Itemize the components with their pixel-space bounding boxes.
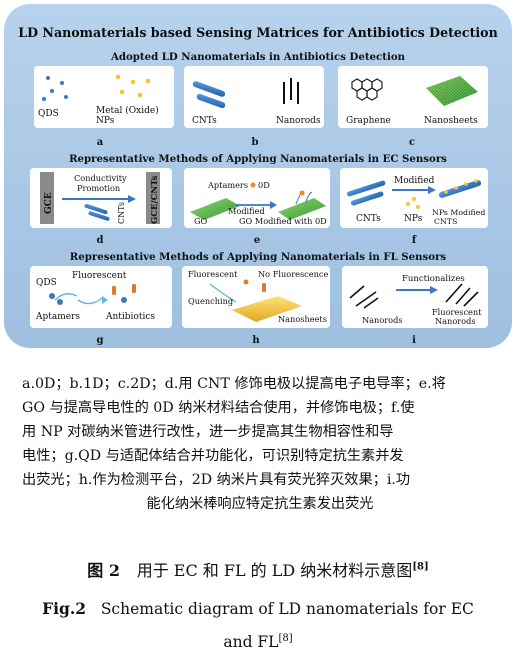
caption-line: 出荧光；h.作为检测平台，2D 纳米片具有荧光猝灭效果；i.功 xyxy=(22,472,411,488)
antibiotics-icon xyxy=(112,284,136,303)
figure-title-zh: 用于 EC 和 FL 的 LD 纳米材料示意图 xyxy=(136,561,413,580)
panel-i-label-fluorescent-nanorods: Nanorods xyxy=(435,316,476,326)
go-sheet-icon xyxy=(190,198,240,220)
fluorescent-nanorods-icon xyxy=(445,283,479,307)
panel-a xyxy=(34,66,174,128)
cnts-f-icon xyxy=(347,180,386,206)
panel-letter-f: f xyxy=(412,235,417,246)
figure-title-en: Schematic diagram of LD nanomaterials fo… xyxy=(100,600,474,652)
section1-title: Adopted LD Nanomaterials in Antibiotics … xyxy=(110,51,406,63)
panel-g xyxy=(30,266,172,328)
panel-b-label-cnts: CNTs xyxy=(192,116,217,126)
nps-modified-cnts-icon xyxy=(438,179,482,198)
panel-h-label-no-fluorescence: No Fluorescence xyxy=(258,269,328,279)
panel-d-label-promotion: Promotion xyxy=(77,183,121,193)
panel-b-label-nanorods: Nanorods xyxy=(276,116,321,126)
quench-curve-icon xyxy=(209,279,266,303)
caption-line: 能化纳米棒响应特定抗生素发出荧光 xyxy=(146,496,374,512)
panel-f-label-nps: NPs xyxy=(404,214,423,224)
figure-label-zh: 图 2 xyxy=(87,561,120,580)
caption-line: GO 与提高导电性的 0D 纳米材料结合使用，并修饰电极；f.使 xyxy=(22,400,415,416)
panel-d-label-gce-cnts: GCE/CNTs xyxy=(150,175,160,224)
panel-letter-c: c xyxy=(409,137,415,148)
graphene-icon xyxy=(351,78,383,101)
panel-letter-i: i xyxy=(412,335,416,346)
panel-f-label-cnts: CNTs xyxy=(356,214,381,224)
panel-a-label-nps: NPs xyxy=(96,116,115,126)
nanosheets-icon xyxy=(426,76,478,106)
gce-cnts-electrode-icon xyxy=(146,172,160,224)
panel-c-label-nanosheets: Nanosheets xyxy=(424,116,478,126)
panel-g-label-fluorescent: Fluorescent xyxy=(72,271,127,281)
arrow-right-icon xyxy=(236,201,277,209)
arrow-right-icon xyxy=(392,186,436,194)
citation-ref: [8] xyxy=(278,633,293,644)
caption-line: 用 NP 对碳纳米管进行改性，进一步提高其生物相容性和导 xyxy=(22,424,394,440)
figure-caption-zh: 图 2 用于 EC 和 FL 的 LD 纳米材料示意图[8] xyxy=(0,557,516,581)
panel-i-label-nanorods: Nanorods xyxy=(362,315,403,325)
section3-title: Representative Methods of Applying Nanom… xyxy=(70,251,447,263)
panel-h-label-quenching: Quenching xyxy=(188,296,233,306)
panel-e-label-aptamers: Aptamers xyxy=(207,180,248,190)
gce-electrode-icon xyxy=(40,172,54,224)
panel-letter-d: d xyxy=(97,235,104,246)
panel-a-label-metal: Metal (Oxide) xyxy=(96,105,159,116)
zero-d-dot-icon xyxy=(250,182,256,188)
panel-b xyxy=(184,66,324,128)
arrow-right-icon xyxy=(396,286,438,294)
arrow-right-icon xyxy=(62,195,136,203)
caption-line: 电性；g.QD 与适配体结合并功能化，可识别特定抗生素并发 xyxy=(22,448,404,464)
panel-i xyxy=(342,266,488,328)
figure-label-en: Fig.2 xyxy=(42,599,87,618)
panel-letter-e: e xyxy=(254,235,260,246)
panel-g-label-qds: QDS xyxy=(36,278,57,288)
cnts-icon xyxy=(192,81,226,109)
panel-f-label-cnts-mod: CNTS xyxy=(434,217,457,226)
panel-d-label-conductivity: Conductivity xyxy=(74,173,127,183)
panel-e-label-0d: 0D xyxy=(258,180,270,190)
go-modified-sheet-icon xyxy=(278,198,326,220)
panel-h xyxy=(182,266,330,328)
cnts-mod-icon xyxy=(84,203,110,221)
panel-letter-g: g xyxy=(97,335,104,346)
schematic-figure: LD Nanomaterials based Sensing Matrices … xyxy=(4,4,512,348)
nanorods-i-icon xyxy=(349,285,379,309)
gold-nanosheet-icon xyxy=(232,296,302,322)
caption-line: a.0D；b.1D；c.2D；d.用 CNT 修饰电极以提高电子电导率；e.将 xyxy=(22,376,446,392)
panel-f-label-modified: Modified xyxy=(394,176,435,186)
qds-aptamer-icon xyxy=(49,293,108,305)
panel-h-label-nanosheets: Nanosheets xyxy=(278,314,327,324)
panel-letter-a: a xyxy=(97,137,104,148)
citation-ref: [8] xyxy=(412,561,429,573)
figure-caption-body: a.0D；b.1D；c.2D；d.用 CNT 修饰电极以提高电子电导率；e.将 … xyxy=(22,372,498,516)
panel-f-label-nps-modified: NPs Modified xyxy=(432,208,485,217)
panel-i-label-fluorescent: Fluorescent xyxy=(432,307,482,317)
figure-caption-en: Fig.2 Schematic diagram of LD nanomateri… xyxy=(40,594,476,657)
zero-d-modified-icon xyxy=(299,190,305,196)
qds-dots-icon xyxy=(42,76,68,101)
panel-g-label-antibiotics: Antibiotics xyxy=(105,312,155,322)
panel-d-label-cnts: CNTs xyxy=(117,202,126,224)
nanorods-icon xyxy=(283,78,299,104)
nps-f-icon xyxy=(406,197,420,209)
panel-e-label-modified: Modified xyxy=(228,206,265,216)
figure-title: LD Nanomaterials based Sensing Matrices … xyxy=(18,25,497,40)
panel-g-label-aptamers: Aptamers xyxy=(35,312,80,322)
panel-a-label-qds: QDS xyxy=(38,109,59,119)
panel-c-label-graphene: Graphene xyxy=(346,116,391,126)
panel-d-label-gce: GCE xyxy=(44,192,54,214)
panel-i-label-functionalizes: Functionalizes xyxy=(402,274,465,284)
panel-e-label-go: GO xyxy=(194,216,208,226)
panel-e-label-go-modified: GO Modified with 0D xyxy=(239,216,327,226)
section2-title: Representative Methods of Applying Nanom… xyxy=(69,153,447,165)
panel-h-label-fluorescent: Fluorescent xyxy=(188,269,238,279)
panel-letter-b: b xyxy=(252,137,259,148)
metal-nps-icon xyxy=(115,74,151,98)
panel-letter-h: h xyxy=(252,335,260,346)
